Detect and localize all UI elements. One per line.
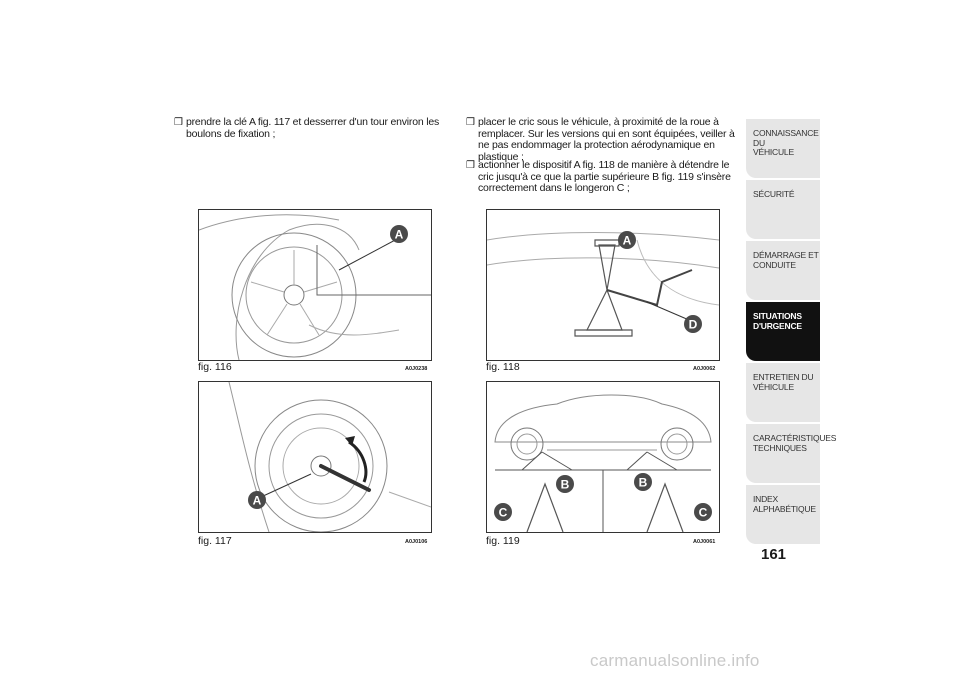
page-number: 161 bbox=[761, 546, 787, 563]
tab-label: SÉCURITÉ bbox=[753, 189, 795, 199]
instruction-text: actionner le dispositif A fig. 118 de ma… bbox=[478, 159, 731, 194]
instruction-place-jack: ❒ placer le cric sous le véhicule, à pro… bbox=[466, 116, 738, 163]
label-A: A bbox=[253, 494, 262, 508]
figure-119-jack-sill-points: B B C C bbox=[486, 381, 720, 533]
instruction-text: placer le cric sous le véhicule, à proxi… bbox=[478, 116, 735, 163]
tab-demarrage-et-conduite[interactable]: DÉMARRAGE ET CONDUITE bbox=[746, 241, 820, 300]
tab-label: ENTRETIEN DU VÉHICULE bbox=[753, 372, 814, 392]
figure-code: A0J0238 bbox=[405, 366, 428, 372]
figure-117-key-loosen-bolts: A bbox=[198, 381, 432, 533]
tab-situations-d-urgence[interactable]: SITUATIONS D'URGENCE bbox=[746, 302, 820, 361]
figure-caption: fig. 118 bbox=[486, 361, 520, 373]
checkbox-bullet-icon: ❒ bbox=[466, 117, 475, 128]
tab-caracteristiques-techniques[interactable]: CARACTÉRISTIQUES TECHNIQUES bbox=[746, 424, 837, 483]
label-B: B bbox=[561, 478, 570, 492]
figure-code: A0J0062 bbox=[693, 366, 716, 372]
car-jack-points-illustration: B B C C bbox=[494, 394, 712, 532]
instruction-text: prendre la clé A fig. 117 et desserrer d… bbox=[186, 116, 440, 140]
jack-illustration: A D bbox=[487, 231, 719, 337]
tab-index-alphabetique[interactable]: INDEX ALPHABÉTIQUE bbox=[746, 485, 820, 544]
label-D: D bbox=[689, 318, 698, 332]
label-A: A bbox=[623, 234, 632, 248]
figure-caption: fig. 117 bbox=[198, 535, 232, 547]
checkbox-bullet-icon: ❒ bbox=[174, 117, 183, 128]
tab-label: DÉMARRAGE ET CONDUITE bbox=[753, 250, 819, 270]
instruction-operate-jack: ❒ actionner le dispositif A fig. 118 de … bbox=[466, 159, 738, 195]
wheel-hubcap-illustration: A bbox=[199, 214, 431, 360]
tab-securite[interactable]: SÉCURITÉ bbox=[746, 180, 820, 239]
label-C: C bbox=[499, 506, 508, 520]
figure-118-jack-mechanism: A D bbox=[486, 209, 720, 361]
figure-caption: fig. 119 bbox=[486, 535, 520, 547]
tab-label: SITUATIONS D'URGENCE bbox=[753, 311, 802, 331]
figure-code: A0J0106 bbox=[405, 539, 428, 545]
checkbox-bullet-icon: ❒ bbox=[466, 160, 475, 171]
figure-116-wheel-hubcap: A bbox=[198, 209, 432, 361]
label-A: A bbox=[395, 228, 404, 242]
instruction-take-key: ❒ prendre la clé A fig. 117 et desserrer… bbox=[174, 116, 446, 140]
tab-label: CARACTÉRISTIQUES TECHNIQUES bbox=[753, 433, 837, 453]
tab-label: CONNAISSANCE DU VÉHICULE bbox=[753, 128, 819, 157]
figure-caption: fig. 116 bbox=[198, 361, 232, 373]
tab-connaissance-du-vehicule[interactable]: CONNAISSANCE DU VÉHICULE bbox=[746, 119, 820, 178]
label-C: C bbox=[699, 506, 708, 520]
tab-entretien-du-vehicule[interactable]: ENTRETIEN DU VÉHICULE bbox=[746, 363, 820, 422]
watermark-text: carmanualsonline.info bbox=[590, 651, 760, 670]
label-B: B bbox=[639, 476, 648, 490]
wheel-key-illustration: A bbox=[228, 382, 431, 532]
tab-label: INDEX ALPHABÉTIQUE bbox=[753, 494, 816, 514]
figure-code: A0J0061 bbox=[693, 539, 716, 545]
